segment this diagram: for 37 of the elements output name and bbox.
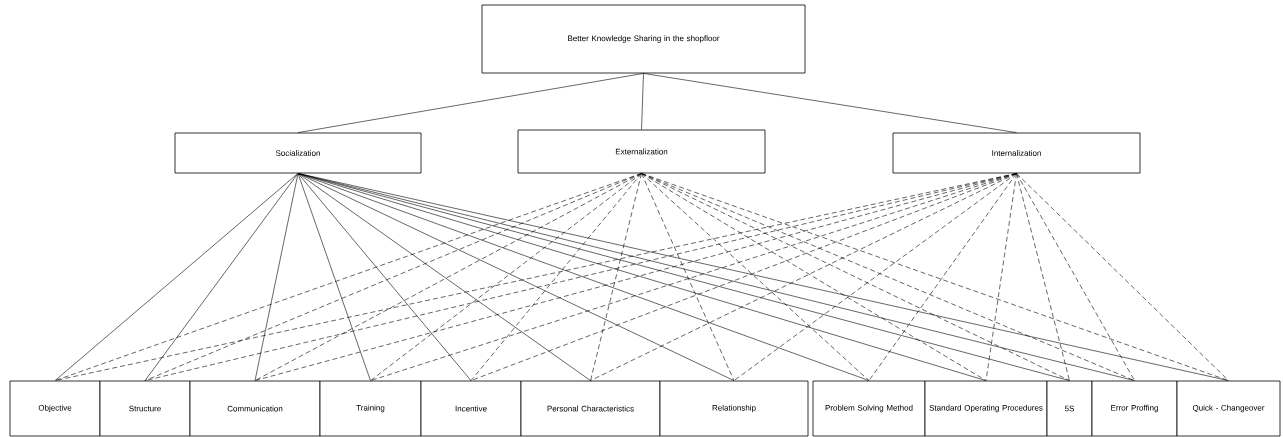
connector-line: [297, 173, 371, 381]
connector-line: [54, 173, 299, 381]
connector-line: [590, 173, 1017, 381]
connector-line: [641, 173, 735, 381]
connector-line: [733, 173, 1017, 381]
connector-line: [868, 173, 1017, 381]
category-box: Socialization: [174, 132, 422, 174]
connector-line: [1016, 173, 1070, 381]
connector-line: [641, 173, 870, 381]
factor-box: Communication: [189, 380, 321, 437]
factor-box: 5S: [1046, 380, 1093, 437]
connector-line: [297, 173, 472, 381]
factor-box: Quick - Changeover: [1176, 380, 1281, 437]
connector-line: [1016, 173, 1135, 381]
connector-line: [643, 73, 1017, 133]
factor-box: Personal Characteristics: [520, 380, 661, 437]
factor-box: Objective: [9, 380, 101, 437]
connector-line: [1016, 173, 1229, 381]
factor-box: Problem Solving Method: [812, 380, 926, 437]
connector-line: [985, 173, 1017, 381]
connector-line: [590, 173, 642, 381]
factor-box: Incentive: [420, 380, 522, 437]
factor-box: Training: [319, 380, 422, 437]
category-box: Internalization: [892, 132, 1141, 174]
connector-line: [297, 173, 591, 381]
connector-line: [370, 173, 642, 381]
category-box: Externalization: [517, 129, 766, 174]
connector-line: [470, 173, 642, 381]
connector-line: [470, 173, 1017, 381]
factor-box: Structure: [99, 380, 191, 437]
connector-line: [641, 73, 644, 130]
factor-box: Relationship: [659, 380, 809, 437]
connector-line: [297, 73, 644, 133]
connector-line: [144, 173, 299, 381]
connector-line: [254, 173, 299, 381]
factor-box: Error Proffing: [1091, 380, 1178, 437]
goal-box: Better Knowledge Sharing in the shopfloor: [481, 4, 806, 74]
